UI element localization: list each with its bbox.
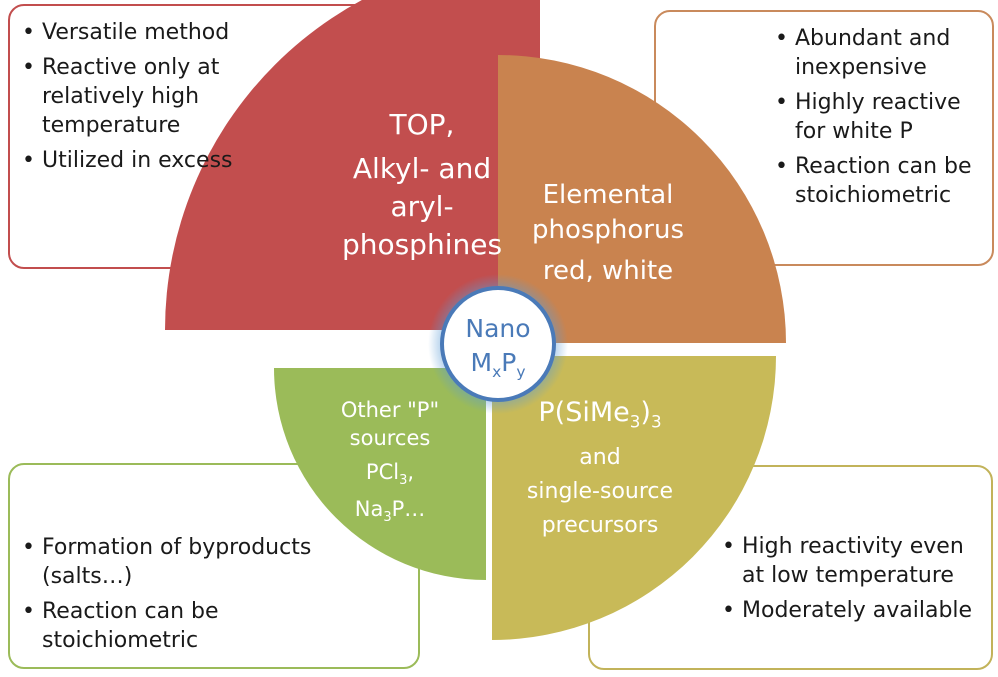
label-line: TOP, xyxy=(389,108,455,141)
list-bottom-right: High reactivity even at low temperature … xyxy=(722,532,992,631)
center-formula-mxpy: MxPy xyxy=(470,348,526,381)
bullet-item: Versatile method xyxy=(22,18,262,47)
quadrant-bottom-left xyxy=(274,368,486,580)
label-line: phosphorus xyxy=(531,215,685,245)
formula-na3p: Na3P… xyxy=(354,497,426,526)
list-bottom-left: Formation of byproducts (salts…) Reactio… xyxy=(22,533,322,661)
list-top-right: Abundant and inexpensive Highly reactive… xyxy=(775,24,990,216)
bullet-item: Reaction can be stoichiometric xyxy=(22,597,322,655)
label-line: Other "P" xyxy=(340,398,440,422)
quadrant-label-top-left: TOP, Alkyl- and aryl- phosphines xyxy=(322,106,522,264)
bullet-item: Reactive only at relatively high tempera… xyxy=(22,53,262,140)
bullet-item: Reaction can be stoichiometric xyxy=(775,152,990,210)
quadrant-label-top-right: Elemental phosphorus red, white xyxy=(508,178,708,289)
bullet-item: Abundant and inexpensive xyxy=(775,24,990,82)
list-top-left: Versatile method Reactive only at relati… xyxy=(22,18,262,181)
label-line: Alkyl- and xyxy=(352,152,492,185)
quadrant-label-bottom-left: Other "P" sources PCl3, Na3P… xyxy=(310,396,470,532)
label-line: Elemental xyxy=(542,180,674,210)
label-line: precursors xyxy=(541,513,659,539)
center-line-nano: Nano xyxy=(465,314,531,343)
label-line: aryl- xyxy=(390,190,454,223)
bullet-item: Formation of byproducts (salts…) xyxy=(22,533,322,591)
label-line: phosphines xyxy=(341,228,503,261)
bullet-item: Highly reactive for white P xyxy=(775,88,990,146)
bullet-item: Moderately available xyxy=(722,596,992,625)
bullet-item: Utilized in excess xyxy=(22,146,262,175)
formula-psime3: P(SiMe3)3 xyxy=(538,397,662,432)
formula-pcl3: PCl3, xyxy=(365,460,415,489)
label-line: and xyxy=(579,445,621,471)
center-circle xyxy=(440,286,556,402)
label-line: sources xyxy=(349,426,431,450)
label-line: single-source xyxy=(526,479,674,505)
label-line: red, white xyxy=(542,256,674,286)
quadrant-label-bottom-right: P(SiMe3)3 and single-source precursors xyxy=(500,393,700,543)
center-label: Nano MxPy xyxy=(439,312,557,389)
quadrant-top-right xyxy=(498,55,786,343)
bullet-item: High reactivity even at low temperature xyxy=(722,532,992,590)
quadrant-bottom-right xyxy=(492,356,776,640)
